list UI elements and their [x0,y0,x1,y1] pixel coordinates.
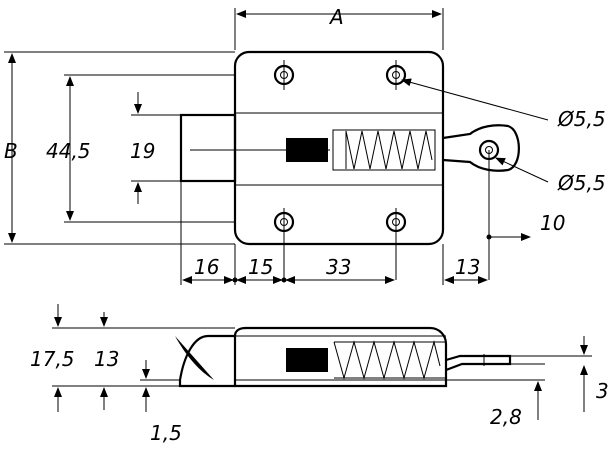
eye-diameter-label: Ø5,5 [557,171,606,195]
side-body [233,326,448,388]
dim-16-label: 16 [194,255,219,279]
dim-13-label: 13 [455,255,480,279]
dim-13-side-label: 13 [94,347,119,371]
side-view: 17,5 13 1,5 2,8 3 [30,304,609,445]
base-plate [233,50,445,246]
top-view: A B 44,5 19 Ø5,5 Ø5,5 10 [4,5,606,285]
side-tab [445,354,512,372]
spring-housing [332,129,436,171]
latch-bolt [179,113,237,183]
dim-19-label: 19 [130,139,155,163]
eye-tab [442,124,520,172]
dim-44-5-label: 44,5 [46,139,91,163]
dim-17-5-label: 17,5 [30,347,75,371]
dim-2-8-label: 2,8 [490,405,522,429]
dim-1-5-label: 1,5 [150,421,182,445]
spring [345,130,433,170]
hole-diameter-label: Ø5,5 [557,107,606,131]
dim-15-label: 15 [248,255,273,279]
side-spring [333,340,441,380]
mounting-holes [273,60,407,280]
dim-33-label: 33 [326,255,351,279]
dim-b-label: B [4,139,18,163]
dim-3-label: 3 [596,379,609,403]
side-latch-nose [178,334,235,388]
dim-a-label: A [328,5,344,29]
dim-10-label: 10 [540,211,565,235]
